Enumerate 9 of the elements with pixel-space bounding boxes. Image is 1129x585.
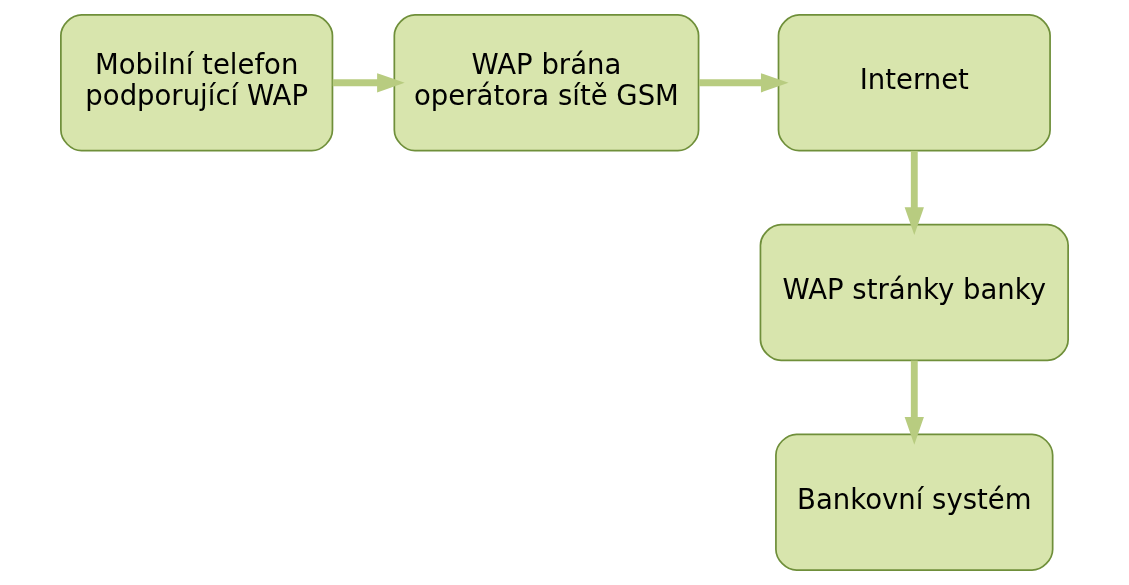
node-box: WAP brána operátora sítě GSM [393,14,700,152]
arrow [332,73,405,93]
node-box: WAP stránky banky [759,223,1069,362]
arrow [699,73,789,93]
arrow [904,360,924,445]
node-box: Mobilní telefon podporující WAP [60,14,334,152]
node-box: Internet [777,14,1051,152]
node-box: Bankovní systém [775,433,1054,571]
arrow [904,150,924,235]
